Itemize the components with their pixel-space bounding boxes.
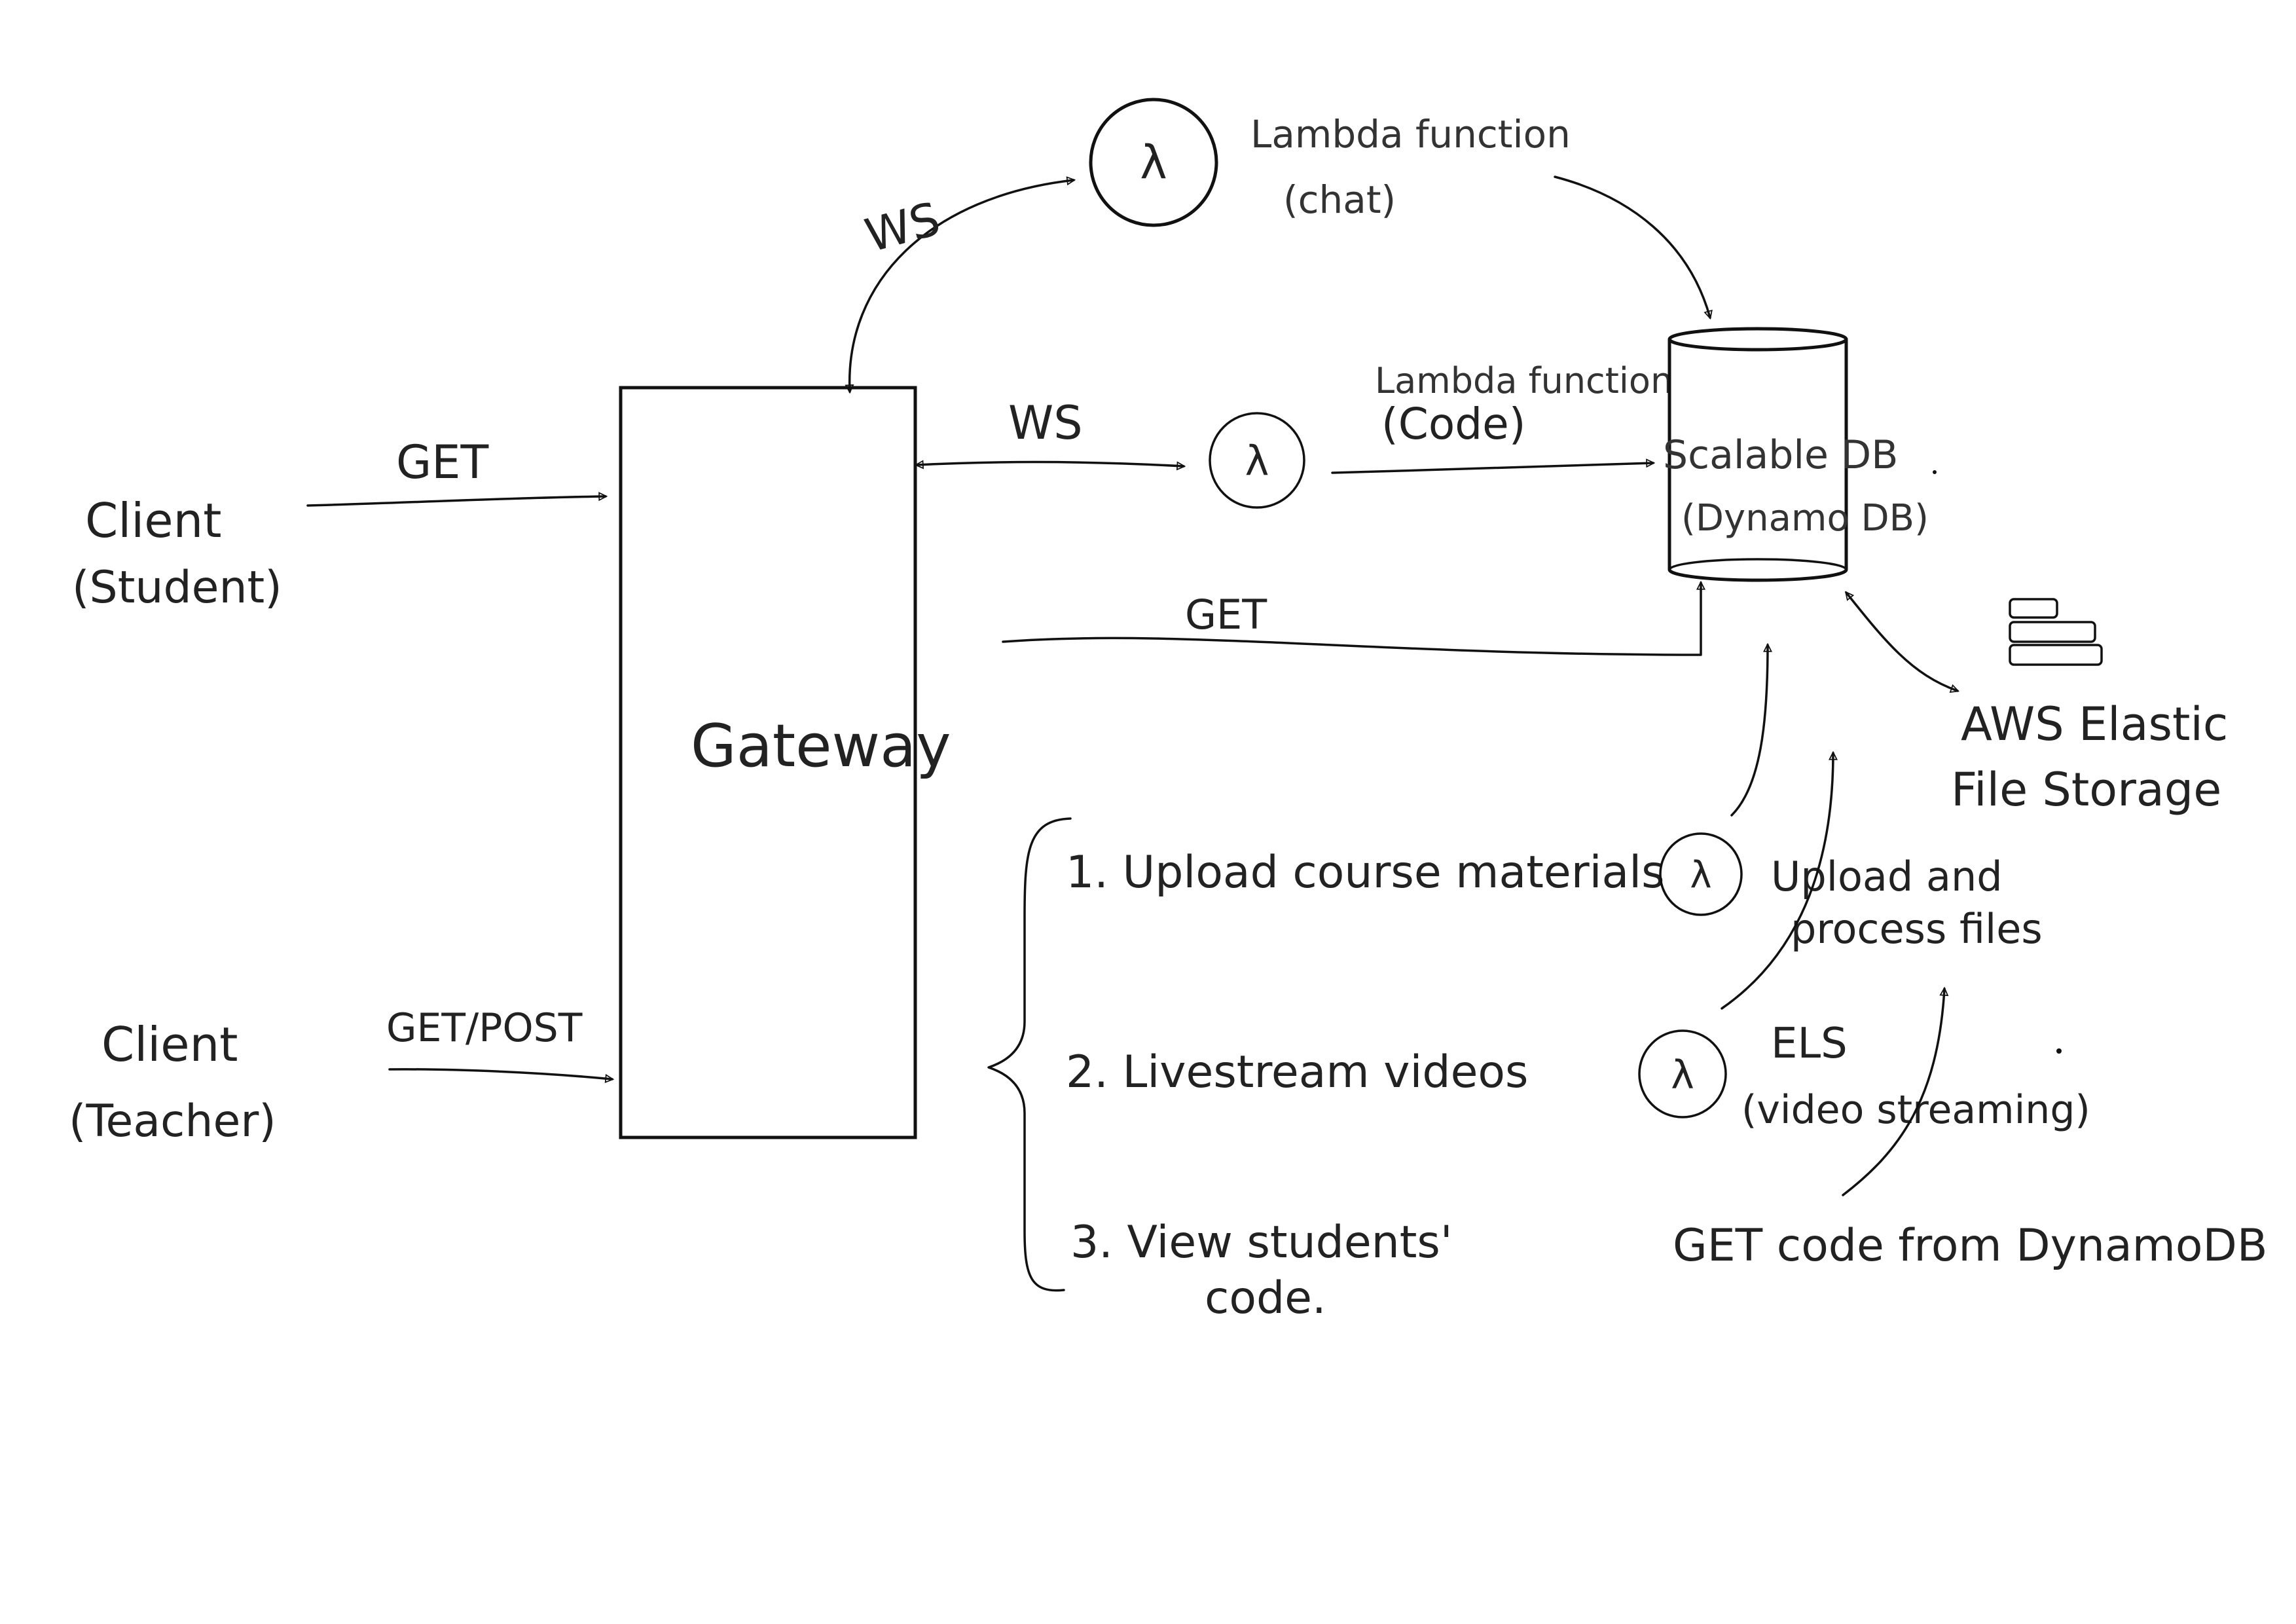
lambda-code: λ Lambda function (Code) <box>1209 360 1673 509</box>
edge-teacher-getpost-line <box>388 1068 612 1079</box>
edge-ws-code-line <box>917 462 1184 466</box>
edge-ws-chat-label: WS <box>860 192 945 263</box>
edge-gateway-db-get-label: GET <box>1185 591 1267 638</box>
edge-teacher-getpost-label: GET/POST <box>386 1005 583 1051</box>
lambda-upload-label: Upload and <box>1771 853 2003 900</box>
lambda-icon: λ <box>1140 136 1167 189</box>
lambda-icon: λ <box>1671 1052 1694 1098</box>
gateway-box <box>619 386 917 1139</box>
edge-student-get: GET <box>306 435 606 507</box>
lambda-upload: λ Upload and process files <box>1659 832 2043 953</box>
efs-storage: AWS Elastic File Storage <box>1951 598 2228 817</box>
client-teacher-label: Client <box>101 1017 238 1072</box>
storage-disk-1 <box>2009 598 2058 619</box>
lambda-els: λ ELS (video streaming) <box>1638 1020 2090 1133</box>
ink-dot <box>1933 470 1937 474</box>
db-sublabel: (Dynamo DB) <box>1681 497 1929 540</box>
database: Scalable DB (Dynamo DB) <box>1663 327 1929 582</box>
lambda-chat-sublabel: (chat) <box>1283 177 1396 222</box>
ink-dot <box>2056 1048 2062 1054</box>
lambda-icon: λ <box>1245 437 1269 485</box>
efs-sublabel: File Storage <box>1951 763 2221 817</box>
lambda-chat: λ Lambda function (chat) <box>1089 98 1571 227</box>
feature-item: code. <box>1205 1272 1326 1324</box>
db-top <box>1667 327 1848 352</box>
feature-item: 1. Upload course materials <box>1066 847 1665 898</box>
edge-ws-chat: WS <box>850 180 1074 392</box>
client-student: Client (Student) <box>72 493 282 614</box>
efs-label: AWS Elastic <box>1961 697 2228 751</box>
lambda-els-circle <box>1638 1029 1727 1118</box>
storage-stack-icon <box>2009 598 2103 666</box>
lambda-code-circle <box>1209 412 1305 509</box>
edge-ws-chat-line <box>850 180 1074 392</box>
lambda-chat-label: Lambda function <box>1250 112 1571 157</box>
edge-code-db-line <box>1331 463 1653 474</box>
lambda-code-label: Lambda function <box>1375 360 1673 401</box>
edge-db-efs-line <box>1846 593 1958 691</box>
edge-gateway-db-get: GET <box>1002 583 1701 656</box>
get-code-label: GET code from DynamoDB <box>1673 1220 2268 1272</box>
database-cylinder-icon <box>1667 327 1848 582</box>
edge-getcode-line <box>1842 989 1944 1196</box>
edge-ws-code: WS <box>917 396 1184 466</box>
gateway-label: Gateway <box>691 712 951 781</box>
lambda-upload-sublabel: process files <box>1791 905 2043 953</box>
edge-ws-code-label: WS <box>1008 396 1083 450</box>
edge-els-db-line <box>1721 753 1833 1010</box>
db-bottom-front <box>1667 569 1848 582</box>
edge-teacher-getpost: GET/POST <box>386 1005 612 1079</box>
client-student-role: (Student) <box>72 562 282 614</box>
lambda-chat-circle <box>1089 98 1218 227</box>
lambda-icon: λ <box>1690 854 1711 896</box>
lambda-upload-circle <box>1659 832 1743 916</box>
edge-student-get-line <box>306 496 606 507</box>
client-teacher-role: (Teacher) <box>69 1096 276 1147</box>
feature-brace <box>987 817 1072 1292</box>
lambda-code-sublabel: (Code) <box>1381 399 1525 449</box>
client-teacher: Client (Teacher) <box>69 1017 276 1147</box>
db-label: Scalable DB <box>1663 432 1898 478</box>
edge-gateway-db-get-line <box>1002 583 1701 656</box>
edge-upload-db-line <box>1730 645 1768 817</box>
db-bottom-back <box>1668 558 1848 571</box>
feature-item: 3. View students' <box>1070 1217 1453 1268</box>
edge-student-get-label: GET <box>396 435 488 489</box>
edge-chat-db-line <box>1554 175 1710 318</box>
lambda-els-label: ELS <box>1771 1020 1848 1068</box>
gateway: Gateway <box>619 386 951 1139</box>
storage-disk-3 <box>2009 644 2103 666</box>
client-student-label: Client <box>85 493 221 548</box>
teacher-features: 1. Upload course materials 2. Livestream… <box>1066 847 1665 1324</box>
storage-disk-2 <box>2009 621 2096 643</box>
feature-item: 2. Livestream videos <box>1066 1046 1528 1098</box>
